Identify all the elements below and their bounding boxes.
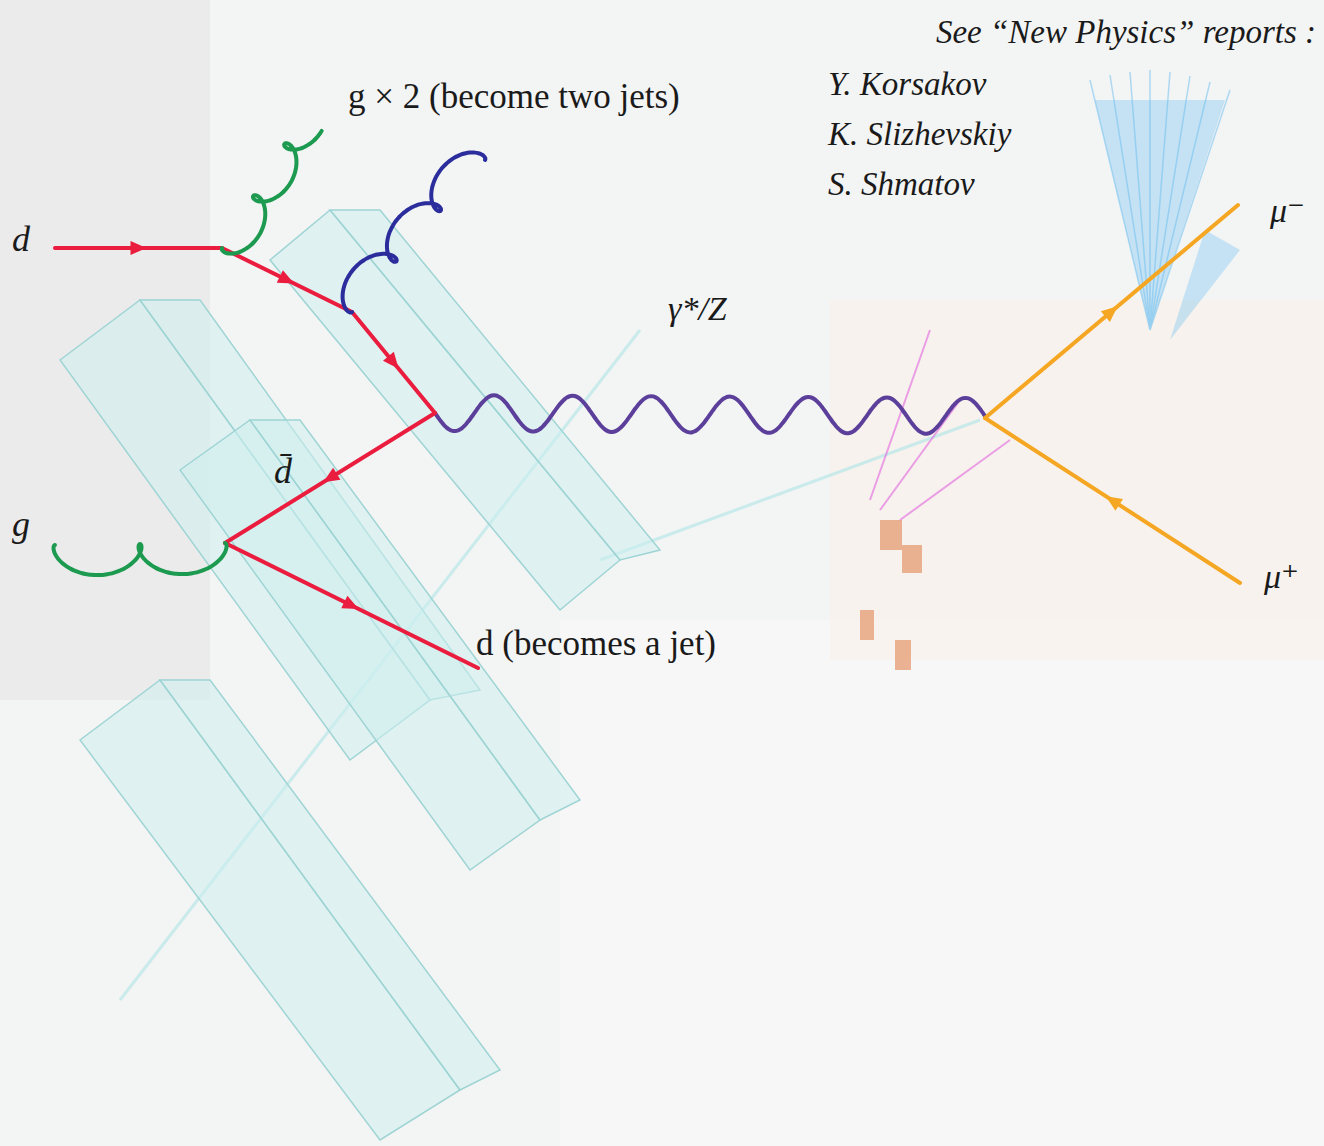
particle-label: d (becomes a jet) [476, 625, 716, 664]
quark-line [222, 248, 352, 312]
particle-label: γ*/Z [668, 290, 727, 327]
gluon-line [222, 131, 322, 254]
author-name: Y. Korsakov [828, 66, 986, 102]
author-name: S. Shmatov [828, 166, 975, 202]
photon-line [435, 395, 985, 433]
arrow-head [1101, 306, 1118, 322]
propagators [54, 131, 1240, 668]
muon-line [985, 418, 1240, 583]
particle-label: d [12, 220, 30, 260]
antiquark-line [225, 413, 435, 543]
author-name: K. Slizhevskiy [828, 116, 1011, 152]
gluon-line [54, 543, 227, 575]
muon-line [985, 205, 1238, 418]
particle-label: μ⁺ [1264, 558, 1299, 595]
arrow-head [1106, 496, 1123, 511]
arrow-head [383, 352, 399, 369]
particle-label: μ⁻ [1270, 192, 1305, 229]
arrow-head [131, 241, 147, 255]
quark-line [352, 312, 435, 413]
particle-label: d̄ [274, 452, 292, 492]
arrow-head [323, 468, 340, 482]
note-text: See “New Physics” reports : [936, 14, 1316, 50]
particle-label: g [12, 505, 30, 545]
arrow-head [341, 596, 358, 609]
particle-label: g × 2 (become two jets) [348, 78, 680, 117]
fermion-arrows [131, 241, 1124, 609]
arrow-head [277, 270, 294, 283]
gluon-line [343, 152, 486, 312]
quark-line [225, 543, 478, 668]
